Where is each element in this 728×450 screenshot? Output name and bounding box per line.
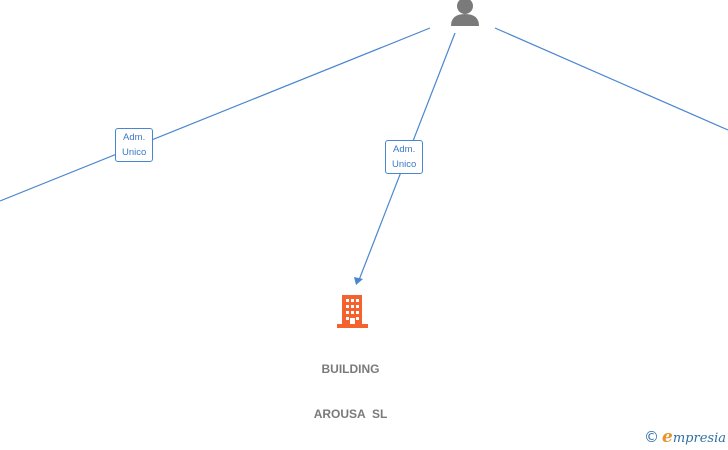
company-name-line2: AROUSA SL (313, 407, 388, 421)
edge-right (494, 27, 728, 131)
building-icon[interactable] (337, 295, 368, 328)
copyright-symbol: © (644, 428, 660, 446)
edge-label-line2: Unico (392, 159, 417, 170)
company-name[interactable]: BUILDING AROUSA SL (300, 332, 401, 437)
edge-label-line1: Adm. (393, 144, 416, 155)
person-icon[interactable] (451, 0, 479, 26)
edge-label-center[interactable]: Adm. Unico (385, 140, 424, 174)
edge-left (0, 27, 431, 202)
brand-logo: empresia (662, 427, 726, 447)
arrowhead (354, 277, 363, 285)
brand-logo-initial: e (662, 427, 673, 447)
company-name-line1: BUILDING (321, 362, 380, 376)
watermark: © empresia (644, 427, 726, 447)
edge-label-left[interactable]: Adm. Unico (115, 128, 154, 162)
edge-label-line2: Unico (122, 147, 147, 158)
brand-logo-rest: mpresia (672, 431, 726, 446)
edge-label-line1: Adm. (123, 132, 146, 143)
